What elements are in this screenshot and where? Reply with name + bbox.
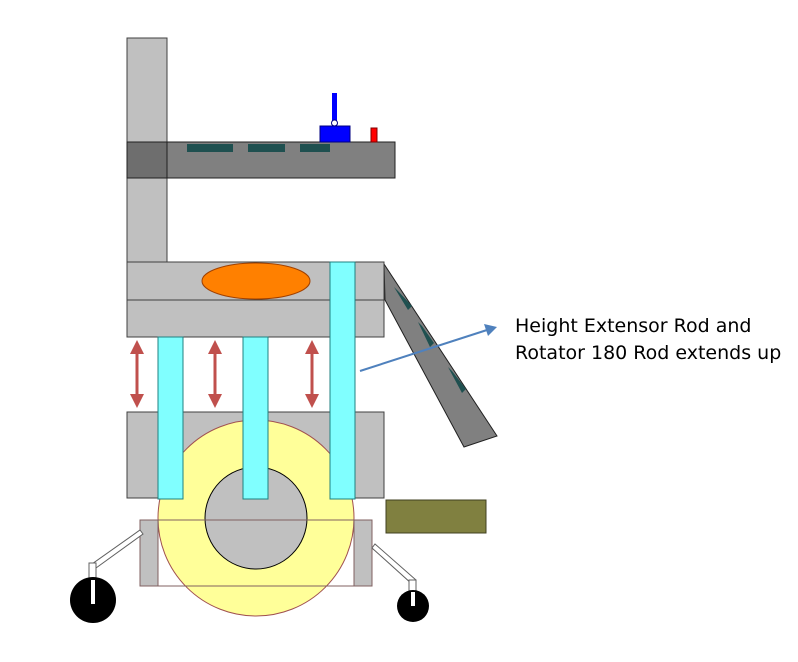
height-arrow-3 [305,340,319,408]
rotator-rod [329,261,356,500]
callout-arrow [359,324,497,372]
left-wheel-strut [88,529,144,583]
red-indicator [370,127,378,143]
top-platform-post-overlap [126,141,168,179]
control-knob-joint [331,119,338,127]
callout-line-2: Rotator 180 Rod extends up [515,342,782,364]
seat-cushion [201,262,311,300]
top-slot-3 [300,144,330,152]
chassis-left [139,519,159,587]
control-knob-base [319,125,351,143]
extensor-rod-2 [242,336,269,500]
leg-rest [383,262,498,448]
chassis-right [353,519,373,587]
height-arrow-2 [208,340,222,408]
height-arrow-1 [130,340,144,408]
olive-box [385,499,487,534]
callout-line-1: Height Extensor Rod and [515,315,752,337]
callout-label: Height Extensor Rod and Rotator 180 Rod … [515,313,781,367]
leg-rest-slot-1 [394,287,412,310]
right-wheel-strut [371,543,417,596]
leg-rest-slot-3 [448,367,466,393]
left-wheel [70,577,116,623]
control-knob-stick [332,93,337,121]
right-wheel [397,590,429,622]
top-slot-1 [187,144,233,152]
extensor-rod-1 [157,336,184,500]
top-slot-2 [248,144,285,152]
leg-rest-slot-2 [418,322,434,347]
